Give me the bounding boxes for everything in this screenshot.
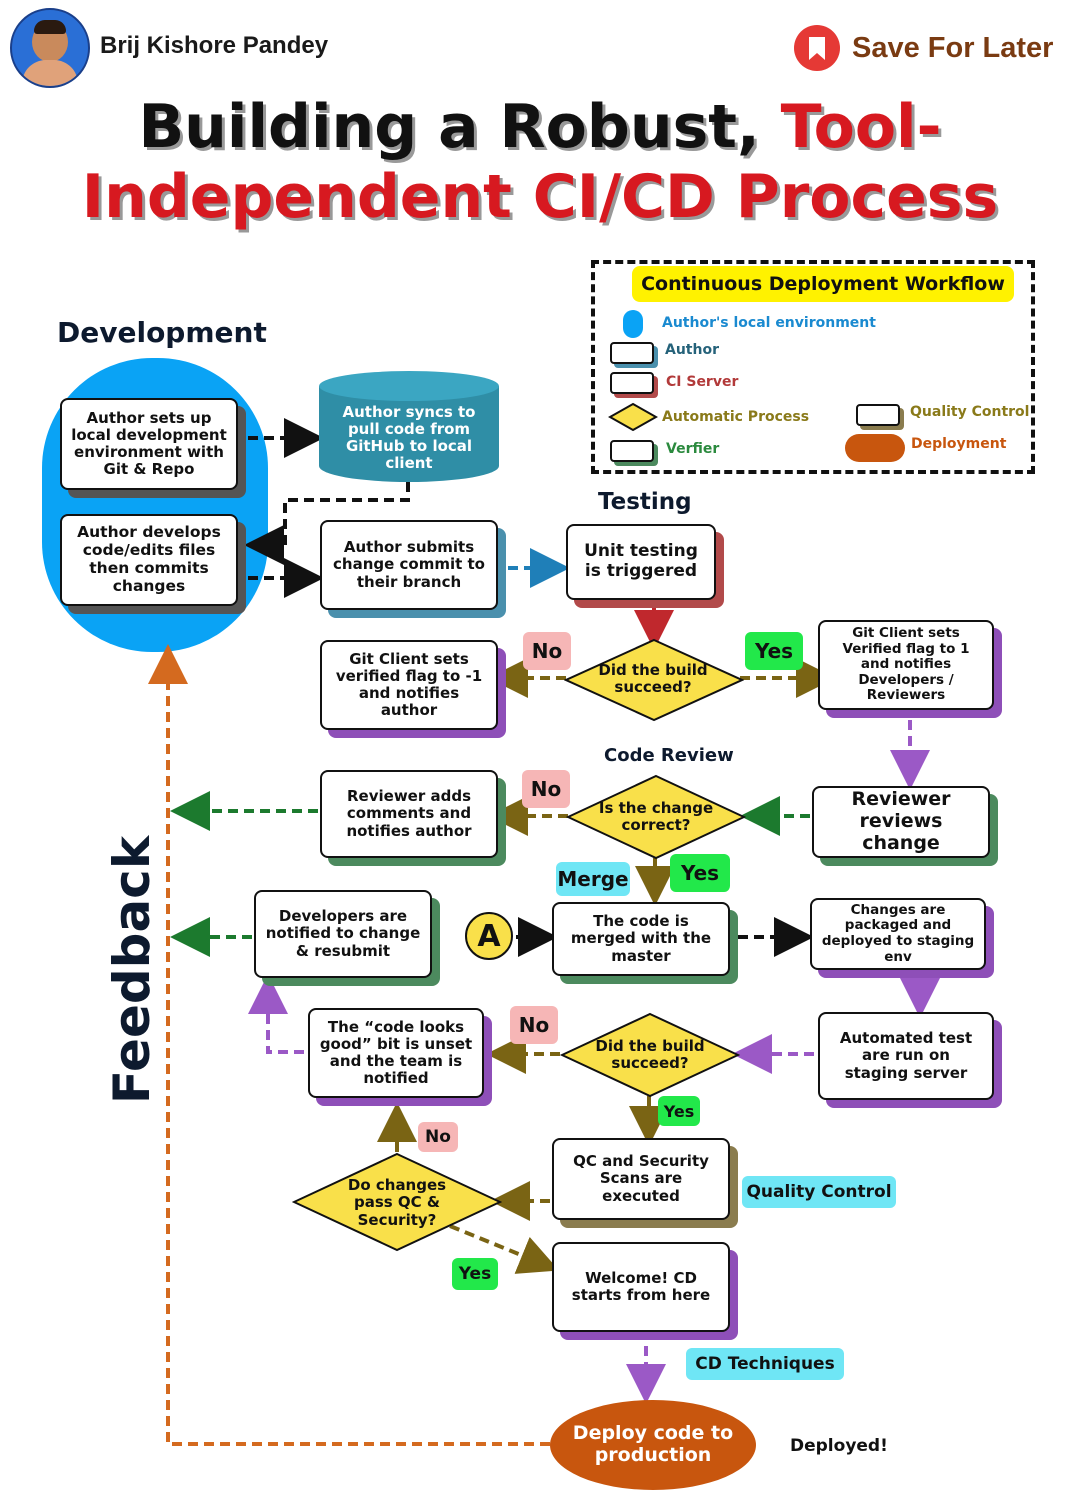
legend-verifier-swatch — [610, 440, 654, 462]
save-button[interactable]: Save For Later — [794, 22, 1064, 74]
title-black: Building a Robust, — [138, 92, 760, 162]
node-submits: Author submits change commit to their br… — [320, 520, 498, 610]
node-syncs-label: Author syncs to pull code from GitHub to… — [342, 402, 476, 473]
diamond-change-correct-label: Is the change correct? — [598, 798, 714, 834]
legend-title: Continuous Deployment Workflow — [632, 266, 1014, 302]
node-verified-flag: Git Client sets Verified flag to 1 and n… — [818, 620, 994, 710]
node-setup-env: Author sets up local development environ… — [60, 398, 238, 490]
node-flag-minus: Git Client sets verified flag to -1 and … — [320, 640, 498, 730]
tag-yes-1: Yes — [745, 632, 803, 670]
title-red-1: Tool- — [780, 92, 942, 162]
node-develops: Author develops code/edits files then co… — [60, 514, 238, 606]
legend-ci-swatch — [610, 372, 654, 394]
node-merged: The code is merged with the master — [552, 902, 730, 976]
node-reviewer-comments: Reviewer adds comments and notifies auth… — [320, 770, 498, 858]
legend-local-env-label: Author's local environment — [662, 315, 876, 331]
node-dev-notified: Developers are notified to change & resu… — [254, 890, 432, 978]
node-syncs-cylinder — [319, 371, 499, 482]
tag-no-4: No — [418, 1122, 458, 1152]
node-deploy: Deploy code to production — [550, 1400, 756, 1490]
legend-author-label: Author — [665, 342, 719, 358]
diamond-build-q2-label: Did the build succeed? — [595, 1036, 705, 1072]
node-code-looks-good: The “code looks good” bit is unset and t… — [308, 1008, 484, 1098]
legend-quality-swatch — [856, 404, 900, 426]
section-development: Development — [57, 316, 267, 349]
save-label: Save For Later — [852, 31, 1054, 64]
section-testing: Testing — [598, 489, 692, 515]
tag-cd-techniques: CD Techniques — [686, 1348, 844, 1380]
diamond-build-q1 — [564, 638, 744, 722]
legend-automatic-label: Automatic Process — [662, 409, 810, 425]
node-qc-scans: QC and Security Scans are executed — [552, 1138, 730, 1220]
tag-no-2: No — [522, 770, 570, 808]
deployed-label: Deployed! — [790, 1436, 888, 1456]
author-name: Brij Kishore Pandey — [100, 32, 329, 59]
node-automated-test: Automated test are run on staging server — [818, 1012, 994, 1100]
legend-deployment-label: Deployment — [911, 436, 1007, 452]
tag-yes-3: Yes — [658, 1096, 700, 1126]
legend-automatic-swatch — [608, 402, 658, 432]
tag-merge: Merge — [556, 862, 630, 896]
tag-no-1: No — [523, 632, 571, 670]
tag-yes-2: Yes — [670, 854, 730, 892]
bookmark-icon — [794, 25, 840, 71]
legend-local-env-swatch — [623, 310, 643, 338]
legend-author-swatch — [610, 342, 654, 364]
node-packaged: Changes are packaged and deployed to sta… — [810, 898, 986, 970]
diamond-build-q2 — [560, 1012, 740, 1098]
tag-yes-4: Yes — [452, 1258, 498, 1290]
avatar — [10, 8, 90, 88]
legend-deployment-swatch — [845, 434, 905, 462]
diamond-qc-q — [292, 1152, 502, 1252]
legend-quality-label: Quality Control — [910, 404, 1030, 420]
tag-no-3: No — [510, 1006, 558, 1044]
diamond-build-q1-label: Did the build succeed? — [598, 660, 708, 696]
tag-quality-control: Quality Control — [742, 1176, 896, 1208]
diamond-qc-q-label: Do changes pass QC & Security? — [347, 1176, 447, 1229]
page-title: Building a Robust, Tool- Independent CI/… — [0, 92, 1080, 232]
diamond-change-correct — [566, 774, 746, 860]
node-reviewer-reviews: Reviewer reviews change — [812, 786, 990, 858]
legend-verifier-label: Verfier — [666, 441, 720, 457]
node-unit-test: Unit testing is triggered — [566, 524, 716, 600]
section-feedback: Feedback — [103, 835, 161, 1105]
title-red-2: Independent CI/CD Process — [81, 162, 999, 232]
node-welcome: Welcome! CD starts from here — [552, 1242, 730, 1332]
legend-ci-label: CI Server — [666, 374, 739, 390]
connector-a: A — [465, 912, 513, 960]
section-code-review: Code Review — [604, 745, 734, 766]
